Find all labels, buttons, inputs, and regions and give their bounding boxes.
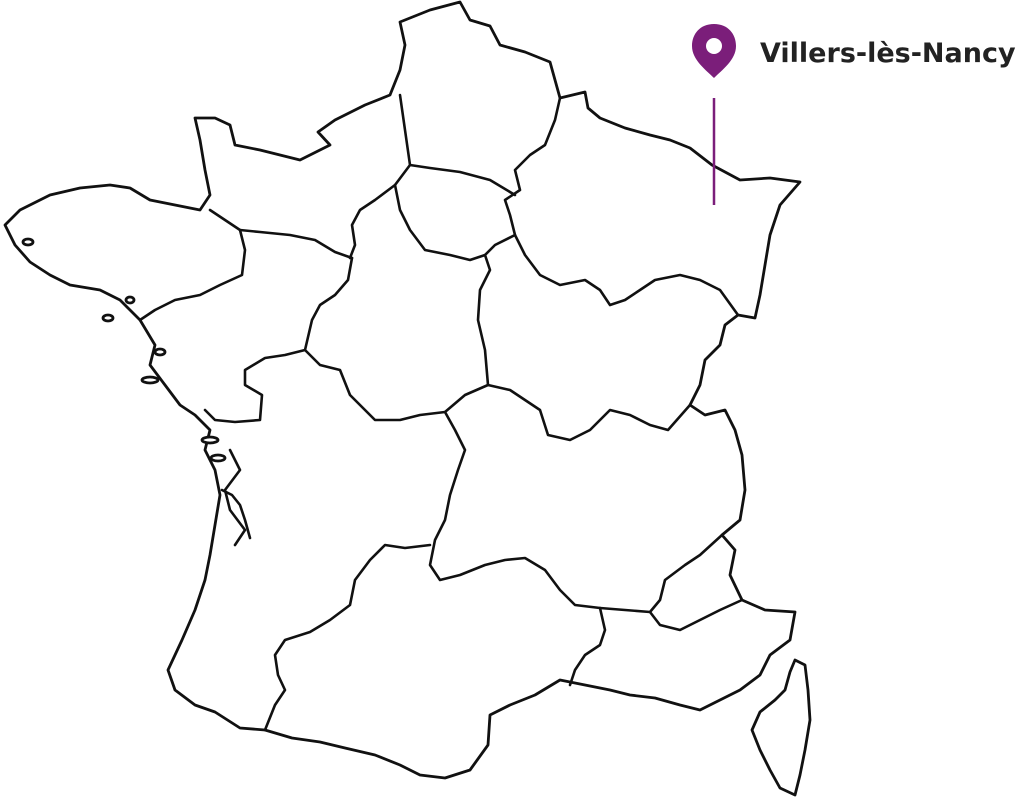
location-marker[interactable] <box>692 24 736 205</box>
france-outline <box>3 0 802 780</box>
region-borders <box>138 93 744 732</box>
marker-label: Villers-lès-Nancy <box>760 38 1016 69</box>
corsica-outline <box>750 658 812 797</box>
map-pin-icon <box>692 24 736 78</box>
islands <box>21 237 227 463</box>
gironde-estuary <box>220 488 252 540</box>
